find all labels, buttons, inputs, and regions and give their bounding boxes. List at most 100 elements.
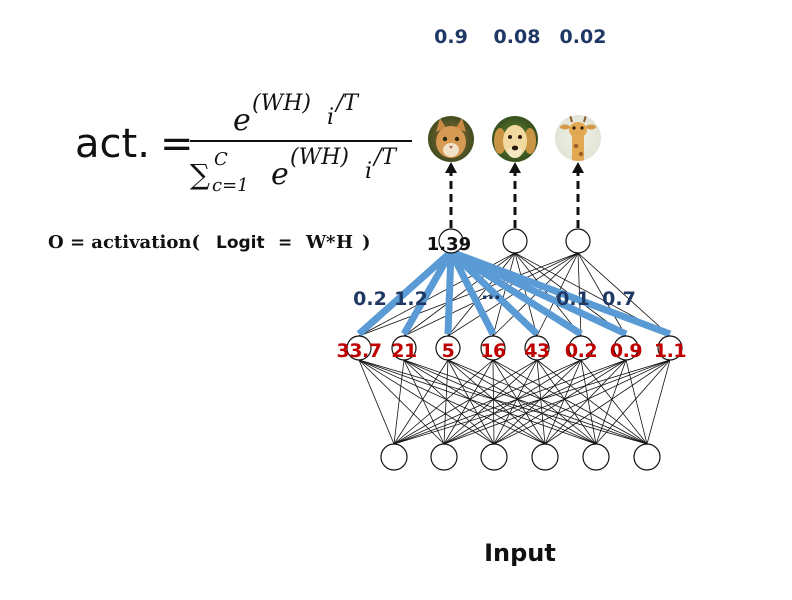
equation-w: W xyxy=(305,232,327,253)
weight-label-3: 0.1 xyxy=(556,288,590,310)
connection-line xyxy=(580,359,597,445)
connection-line xyxy=(536,359,546,445)
connection-line xyxy=(403,359,445,445)
arrow-heads xyxy=(445,162,584,173)
hidden-neuron xyxy=(524,335,550,361)
prob-dog: 0.08 xyxy=(494,26,541,48)
connection-line xyxy=(393,359,494,445)
hidden-value: 0.9 xyxy=(610,340,642,362)
connection-line xyxy=(544,359,671,445)
output-equation: O = activation( Logit = W * H ) xyxy=(48,232,371,253)
input-label: Input xyxy=(484,539,556,567)
connection-line xyxy=(625,359,648,445)
hidden-value: 33.7 xyxy=(337,340,382,362)
cat-icon xyxy=(428,116,474,162)
dog-icon xyxy=(492,116,538,162)
connection-line xyxy=(447,359,495,445)
connection-line xyxy=(577,252,627,337)
weight-label-2: 1.2 xyxy=(394,288,428,310)
hidden-neuron xyxy=(613,335,639,361)
connection-line xyxy=(443,359,627,445)
input-hidden-connections xyxy=(358,359,671,445)
hidden-value: 0.2 xyxy=(565,340,597,362)
input-neuron xyxy=(480,443,508,471)
weight-edge xyxy=(356,249,454,337)
output-arrows xyxy=(449,172,580,228)
connection-line xyxy=(443,359,538,445)
equation-logit: Logit xyxy=(216,233,265,253)
connection-line xyxy=(577,252,671,337)
connection-line xyxy=(403,359,546,445)
connection-line xyxy=(443,359,449,445)
hidden-value: 43 xyxy=(524,340,549,362)
hidden-neuron xyxy=(568,335,594,361)
connection-line xyxy=(403,359,495,445)
connection-line xyxy=(580,359,648,445)
hidden-neuron xyxy=(346,335,372,361)
connection-line xyxy=(492,359,597,445)
weight-edge xyxy=(448,249,540,337)
connection-line xyxy=(358,359,546,445)
hidden-value: 1.1 xyxy=(654,340,686,362)
connection-line xyxy=(492,359,495,445)
connection-line xyxy=(447,252,516,337)
weight-edge xyxy=(444,251,455,335)
input-neuron xyxy=(633,443,661,471)
numerator-subscript: i xyxy=(327,105,334,130)
formula-equals: = xyxy=(160,121,194,167)
weight-edge xyxy=(400,250,455,336)
connection-line xyxy=(393,359,405,445)
equation-equals: = xyxy=(278,233,292,253)
prob-giraffe: 0.02 xyxy=(560,26,607,48)
connection-line xyxy=(358,359,395,445)
hidden-neuron xyxy=(480,335,506,361)
connection-line xyxy=(493,359,582,445)
hidden-neuron xyxy=(391,335,417,361)
connection-line xyxy=(403,359,648,445)
equation-close: ) xyxy=(362,232,371,253)
output-neuron xyxy=(438,228,464,254)
input-neuron xyxy=(380,443,408,471)
weight-ellipsis: … xyxy=(482,282,501,304)
connection-line xyxy=(447,359,546,445)
connection-line xyxy=(393,359,671,445)
connection-line xyxy=(493,359,538,445)
activation-formula: act. = e (WH) i /T ∑ C c=1 e (WH) i /T xyxy=(75,91,412,196)
connection-line xyxy=(544,359,627,445)
connection-line xyxy=(595,359,627,445)
hidden-layer xyxy=(346,335,683,361)
input-neuron xyxy=(430,443,458,471)
connection-line xyxy=(544,359,582,445)
hidden-value: 21 xyxy=(391,340,416,362)
hidden-neuron xyxy=(657,335,683,361)
connection-line xyxy=(536,359,648,445)
weight-edge xyxy=(447,250,497,336)
denominator-sum: ∑ xyxy=(190,158,210,191)
giraffe-icon xyxy=(555,115,601,161)
connection-line xyxy=(492,359,648,445)
highlighted-weight-edges xyxy=(356,248,672,338)
connection-line xyxy=(536,359,597,445)
connection-line xyxy=(493,359,627,445)
connection-line xyxy=(577,252,582,337)
connection-line xyxy=(443,359,582,445)
equation-lhs: O = activation( xyxy=(48,232,200,253)
connection-line xyxy=(514,252,538,337)
denominator-tail: /T xyxy=(372,145,398,170)
connection-line xyxy=(492,252,516,337)
connection-line xyxy=(393,359,627,445)
denominator-exponent: (WH) xyxy=(290,145,349,170)
hidden-value: 16 xyxy=(480,340,506,362)
equation-h: H xyxy=(336,232,353,253)
connection-line xyxy=(358,359,495,445)
numerator-base: e xyxy=(233,103,251,138)
connection-line xyxy=(447,359,597,445)
numerator-exponent: (WH) xyxy=(252,91,311,116)
connection-line xyxy=(403,359,597,445)
connection-line xyxy=(358,359,597,445)
connection-line xyxy=(393,359,538,445)
input-neuron xyxy=(531,443,559,471)
connection-line xyxy=(443,359,494,445)
